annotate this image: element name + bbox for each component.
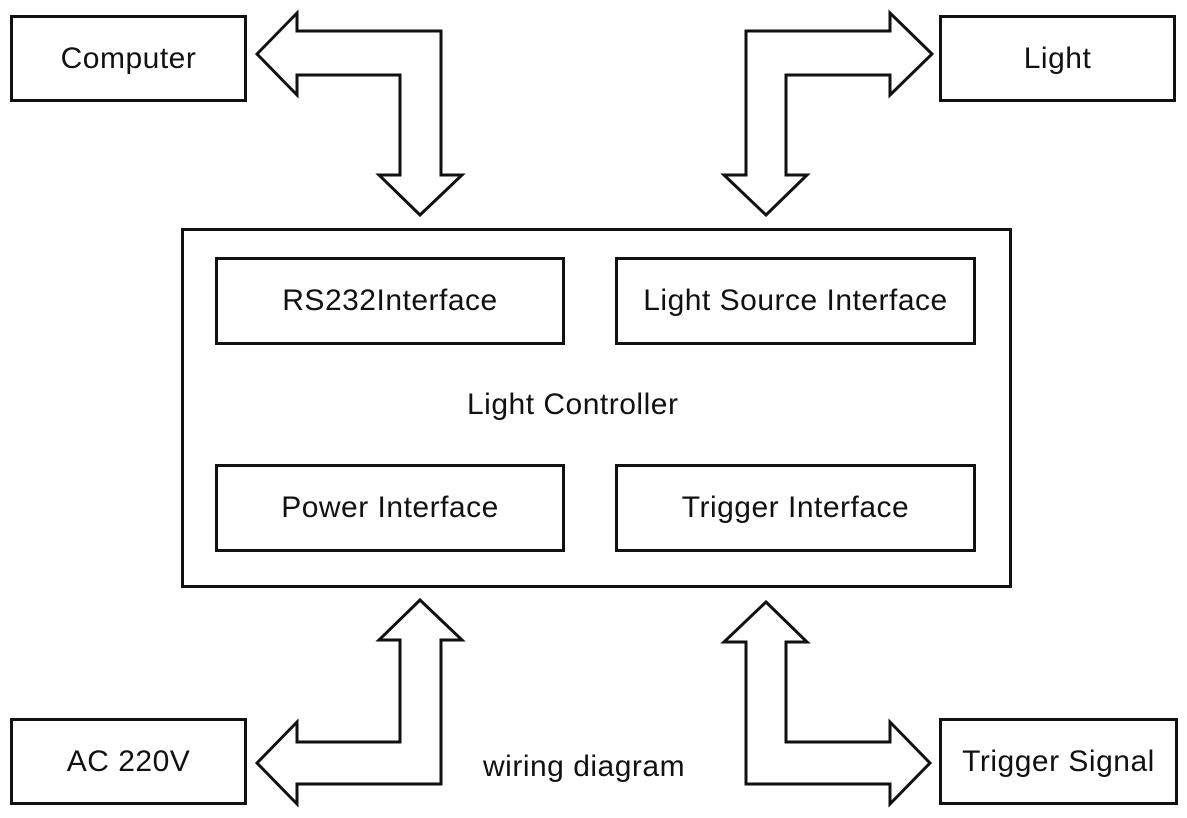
diagram-caption: wiring diagram [483, 750, 686, 783]
node-computer: Computer [10, 15, 247, 102]
light-source-interface: Light Source Interface [615, 257, 976, 345]
node-light: Light [939, 15, 1176, 102]
node-ac-power-label: AC 220V [66, 744, 191, 778]
trigger-interface-label: Trigger Interface [681, 491, 910, 524]
power-interface-label: Power Interface [281, 491, 499, 524]
trigger-interface: Trigger Interface [615, 464, 976, 552]
node-ac-power: AC 220V [10, 718, 247, 805]
node-trigger-signal-label: Trigger Signal [962, 744, 1155, 778]
node-trigger-signal: Trigger Signal [939, 718, 1178, 805]
arrow-computer-controller [254, 9, 466, 218]
rs232-interface: RS232Interface [215, 257, 565, 345]
arrow-trigger-controller [720, 599, 933, 808]
node-light-label: Light [1023, 41, 1092, 75]
light-controller-title: Light Controller [467, 388, 679, 421]
node-computer-label: Computer [60, 41, 197, 75]
light-source-interface-label: Light Source Interface [643, 284, 948, 317]
arrow-light-controller [720, 9, 935, 218]
rs232-interface-label: RS232Interface [282, 284, 498, 317]
arrow-ac-controller [254, 597, 466, 808]
power-interface: Power Interface [215, 464, 565, 552]
